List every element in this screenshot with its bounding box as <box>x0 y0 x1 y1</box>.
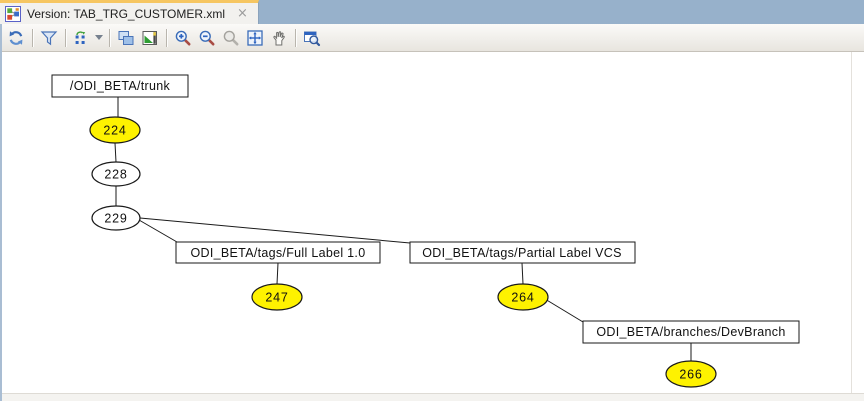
version-node-224-label: 224 <box>103 124 126 138</box>
edge-224-228 <box>114 142 117 163</box>
tab-version-tab-trg-customer[interactable]: Version: TAB_TRG_CUSTOMER.xml × <box>0 0 259 24</box>
version-node-247[interactable]: 247 <box>251 283 303 311</box>
pan-hand-icon <box>273 30 285 45</box>
zoom-out-icon <box>199 30 215 45</box>
edge-229-full-label <box>138 219 178 243</box>
branch-node-trunk-label: /ODI_BETA/trunk <box>70 79 171 93</box>
export-diagram-button[interactable] <box>138 26 162 50</box>
version-node-228-label: 228 <box>104 168 127 182</box>
version-diagram-icon <box>5 5 21 22</box>
zoom-out-button[interactable] <box>195 26 219 50</box>
fit-to-window-icon <box>247 29 263 46</box>
toolbar-separator <box>32 28 33 47</box>
refresh-button[interactable] <box>4 26 28 50</box>
zoom-actual-button <box>219 26 243 50</box>
version-node-266[interactable]: 266 <box>665 360 717 388</box>
branch-node-devbranch[interactable]: ODI_BETA/branches/DevBranch <box>582 320 800 344</box>
filter-icon <box>40 30 58 45</box>
toolbar <box>0 24 864 52</box>
tab-close-icon[interactable]: × <box>237 6 248 21</box>
pan-button[interactable] <box>267 26 291 50</box>
version-tree-canvas[interactable]: /ODI_BETA/trunk ODI_BETA/tags/Full Label… <box>0 52 864 401</box>
branch-node-devbranch-label: ODI_BETA/branches/DevBranch <box>596 325 785 339</box>
tab-title: Version: TAB_TRG_CUSTOMER.xml <box>27 6 226 21</box>
layout-button[interactable] <box>70 26 94 50</box>
toolbar-separator <box>109 28 110 47</box>
tag-node-full-label[interactable]: ODI_BETA/tags/Full Label 1.0 <box>175 241 381 264</box>
tag-node-partial-label-label: ODI_BETA/tags/Partial Label VCS <box>422 246 621 260</box>
layout-icon <box>75 30 86 44</box>
toolbar-separator <box>65 28 66 47</box>
version-node-224[interactable]: 224 <box>89 116 141 144</box>
zoom-actual-disabled-icon <box>223 30 239 45</box>
branch-node-trunk[interactable]: /ODI_BETA/trunk <box>51 74 189 98</box>
window-left-edge <box>0 24 2 401</box>
version-node-229[interactable]: 229 <box>91 205 141 231</box>
filter-button[interactable] <box>37 26 61 50</box>
layout-dropdown-icon[interactable] <box>95 35 103 40</box>
copy-diagram-button[interactable] <box>114 26 138 50</box>
version-node-247-label: 247 <box>265 291 288 305</box>
tag-node-full-label-label: ODI_BETA/tags/Full Label 1.0 <box>191 246 366 260</box>
zoom-in-button[interactable] <box>171 26 195 50</box>
copy-icon <box>118 30 134 45</box>
overview-icon <box>304 31 321 46</box>
zoom-in-icon <box>175 30 191 45</box>
export-diagram-icon <box>142 30 157 45</box>
canvas-right-divider <box>851 52 852 393</box>
version-node-228[interactable]: 228 <box>91 161 141 187</box>
fit-to-window-button[interactable] <box>243 26 267 50</box>
version-node-264-label: 264 <box>511 291 534 305</box>
tag-node-partial-label[interactable]: ODI_BETA/tags/Partial Label VCS <box>409 241 636 264</box>
edge-229-partial-label <box>139 217 411 244</box>
version-node-266-label: 266 <box>679 368 702 382</box>
overview-button[interactable] <box>300 26 324 50</box>
toolbar-separator <box>295 28 296 47</box>
edge-partial-label-264 <box>521 262 524 285</box>
toolbar-separator <box>166 28 167 47</box>
tab-bar: Version: TAB_TRG_CUSTOMER.xml × <box>0 0 864 24</box>
refresh-icon <box>9 30 23 45</box>
horizontal-scrollbar[interactable] <box>2 393 864 401</box>
version-tree-graph: /ODI_BETA/trunk ODI_BETA/tags/Full Label… <box>51 74 800 388</box>
edge-full-label-247 <box>276 262 279 285</box>
version-node-229-label: 229 <box>104 212 127 226</box>
edge-264-devbranch <box>544 298 584 323</box>
version-node-264[interactable]: 264 <box>497 283 549 311</box>
